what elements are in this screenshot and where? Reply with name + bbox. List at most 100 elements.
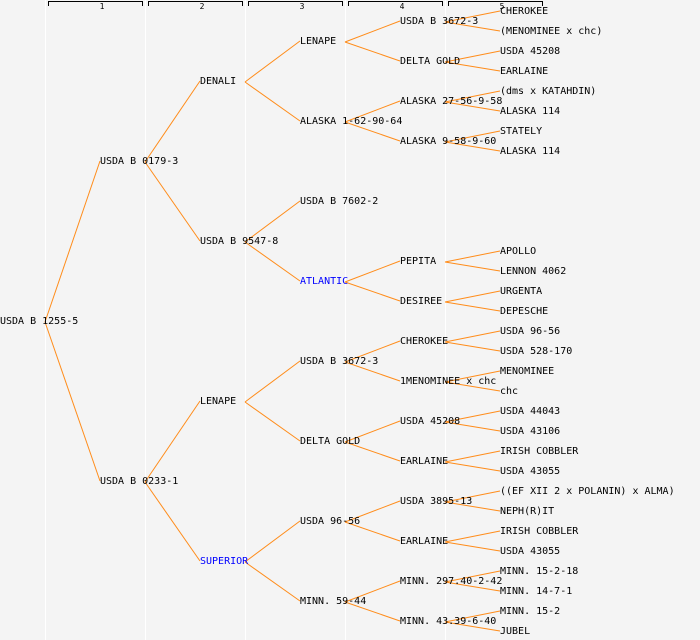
pedigree-node[interactable]: NEPH(R)IT <box>500 506 555 517</box>
pedigree-node[interactable]: (dms x KATAHDIN) <box>500 86 597 97</box>
generation-label-4: 4 <box>399 2 405 11</box>
pedigree-node[interactable]: DESIREE <box>400 296 443 307</box>
connector-line <box>244 520 301 563</box>
connector-line <box>444 250 501 263</box>
pedigree-node[interactable]: 1MENOMINEE x chc <box>400 376 497 387</box>
column-divider <box>445 0 446 640</box>
connector-line <box>244 241 301 282</box>
connector-line <box>444 450 501 463</box>
connector-line <box>444 50 501 63</box>
pedigree-node[interactable]: USDA 43055 <box>500 466 561 477</box>
pedigree-node[interactable]: URGENTA <box>500 286 543 297</box>
column-divider <box>245 0 246 640</box>
connector-line <box>444 301 501 312</box>
pedigree-node[interactable]: LENAPE <box>300 36 337 47</box>
pedigree-node[interactable]: ALASKA 114 <box>500 146 561 157</box>
pedigree-node[interactable]: MINN. 15-2 <box>500 606 561 617</box>
pedigree-node[interactable]: MINN. 43.39-6-40 <box>400 616 497 627</box>
connector-line <box>444 570 501 583</box>
connector-line <box>444 141 501 152</box>
connector-line <box>244 401 301 442</box>
connector-line <box>344 281 401 302</box>
generation-bracket-3 <box>248 1 343 6</box>
connector-line <box>444 21 501 32</box>
pedigree-node[interactable]: EARLAINE <box>400 536 449 547</box>
pedigree-node[interactable]: USDA 44043 <box>500 406 561 417</box>
pedigree-node[interactable]: MINN. 15-2-18 <box>500 566 579 577</box>
connector-line <box>144 400 201 483</box>
connector-line <box>444 101 501 112</box>
pedigree-node[interactable]: CHEROKEE <box>400 336 449 347</box>
pedigree-node[interactable]: USDA 45208 <box>400 416 461 427</box>
connector-line <box>344 420 401 443</box>
column-divider <box>145 0 146 640</box>
column-divider <box>345 0 346 640</box>
pedigree-node[interactable]: DEPESCHE <box>500 306 549 317</box>
pedigree-node[interactable]: ATLANTIC <box>300 276 349 287</box>
pedigree-node[interactable]: USDA B 3672-3 <box>300 356 379 367</box>
generation-bracket-4 <box>348 1 443 6</box>
pedigree-node[interactable]: USDA B 1255-5 <box>0 316 79 327</box>
connector-line <box>444 581 501 592</box>
connector-line <box>444 261 501 272</box>
pedigree-node[interactable]: USDA 3895-13 <box>400 496 473 507</box>
pedigree-node[interactable]: USDA B 9547-8 <box>200 236 279 247</box>
pedigree-node[interactable]: MINN. 14-7-1 <box>500 586 573 597</box>
pedigree-node[interactable]: LENNON 4062 <box>500 266 567 277</box>
pedigree-node[interactable]: ALASKA 1-62-90-64 <box>300 116 403 127</box>
pedigree-node[interactable]: IRISH COBBLER <box>500 446 579 457</box>
pedigree-node[interactable]: USDA 96-56 <box>300 516 361 527</box>
connector-line <box>344 500 401 523</box>
pedigree-node[interactable]: CHEROKEE <box>500 6 549 17</box>
generation-bracket-5 <box>448 1 543 6</box>
pedigree-node[interactable]: USDA 528-170 <box>500 346 573 357</box>
connector-line <box>444 61 501 72</box>
pedigree-node[interactable]: STATELY <box>500 126 543 137</box>
connector-line <box>444 370 501 383</box>
pedigree-node[interactable]: (MENOMINEE x chc) <box>500 26 603 37</box>
connector-line <box>444 501 501 512</box>
pedigree-node[interactable]: USDA B 3672-3 <box>400 16 479 27</box>
connector-line <box>344 20 401 43</box>
pedigree-node[interactable]: ((EF XII 2 x POLANIN) x ALMA) <box>500 486 675 497</box>
pedigree-node[interactable]: EARLAINE <box>500 66 549 77</box>
pedigree-node[interactable]: ALASKA 27-56-9-58 <box>400 96 503 107</box>
pedigree-node[interactable]: APOLLO <box>500 246 537 257</box>
connector-line <box>44 160 101 323</box>
connector-line <box>44 321 101 482</box>
pedigree-node[interactable]: USDA 43055 <box>500 546 561 557</box>
connector-line <box>444 421 501 432</box>
pedigree-node[interactable]: MENOMINEE <box>500 366 555 377</box>
pedigree-node[interactable]: EARLAINE <box>400 456 449 467</box>
pedigree-node[interactable]: ALASKA 9-58-9-60 <box>400 136 497 147</box>
connector-line <box>444 410 501 423</box>
pedigree-node[interactable]: MINN. 297.40-2-42 <box>400 576 503 587</box>
pedigree-node[interactable]: LENAPE <box>200 396 237 407</box>
connector-line <box>244 81 301 122</box>
connector-line <box>444 10 501 23</box>
connector-line <box>444 290 501 303</box>
pedigree-node[interactable]: DENALI <box>200 76 237 87</box>
pedigree-node[interactable]: IRISH COBBLER <box>500 526 579 537</box>
pedigree-node[interactable]: DELTA GOLD <box>400 56 461 67</box>
pedigree-node[interactable]: USDA 96-56 <box>500 326 561 337</box>
connector-line <box>344 121 401 142</box>
pedigree-node[interactable]: ALASKA 114 <box>500 106 561 117</box>
pedigree-node[interactable]: USDA 45208 <box>500 46 561 57</box>
connector-line <box>444 381 501 392</box>
connector-line <box>444 610 501 623</box>
pedigree-node[interactable]: chc <box>500 386 519 397</box>
pedigree-node[interactable]: MINN. 59-44 <box>300 596 367 607</box>
pedigree-node[interactable]: USDA B 7602-2 <box>300 196 379 207</box>
pedigree-node[interactable]: PEPITA <box>400 256 437 267</box>
connector-line <box>344 41 401 62</box>
pedigree-node[interactable]: DELTA GOLD <box>300 436 361 447</box>
pedigree-node[interactable]: USDA B 0233-1 <box>100 476 179 487</box>
generation-label-1: 1 <box>99 2 105 11</box>
pedigree-node[interactable]: USDA 43106 <box>500 426 561 437</box>
connector-line <box>444 530 501 543</box>
pedigree-node[interactable]: SUPERIOR <box>200 556 249 567</box>
pedigree-node[interactable]: USDA B 0179-3 <box>100 156 179 167</box>
pedigree-node[interactable]: JUBEL <box>500 626 531 637</box>
